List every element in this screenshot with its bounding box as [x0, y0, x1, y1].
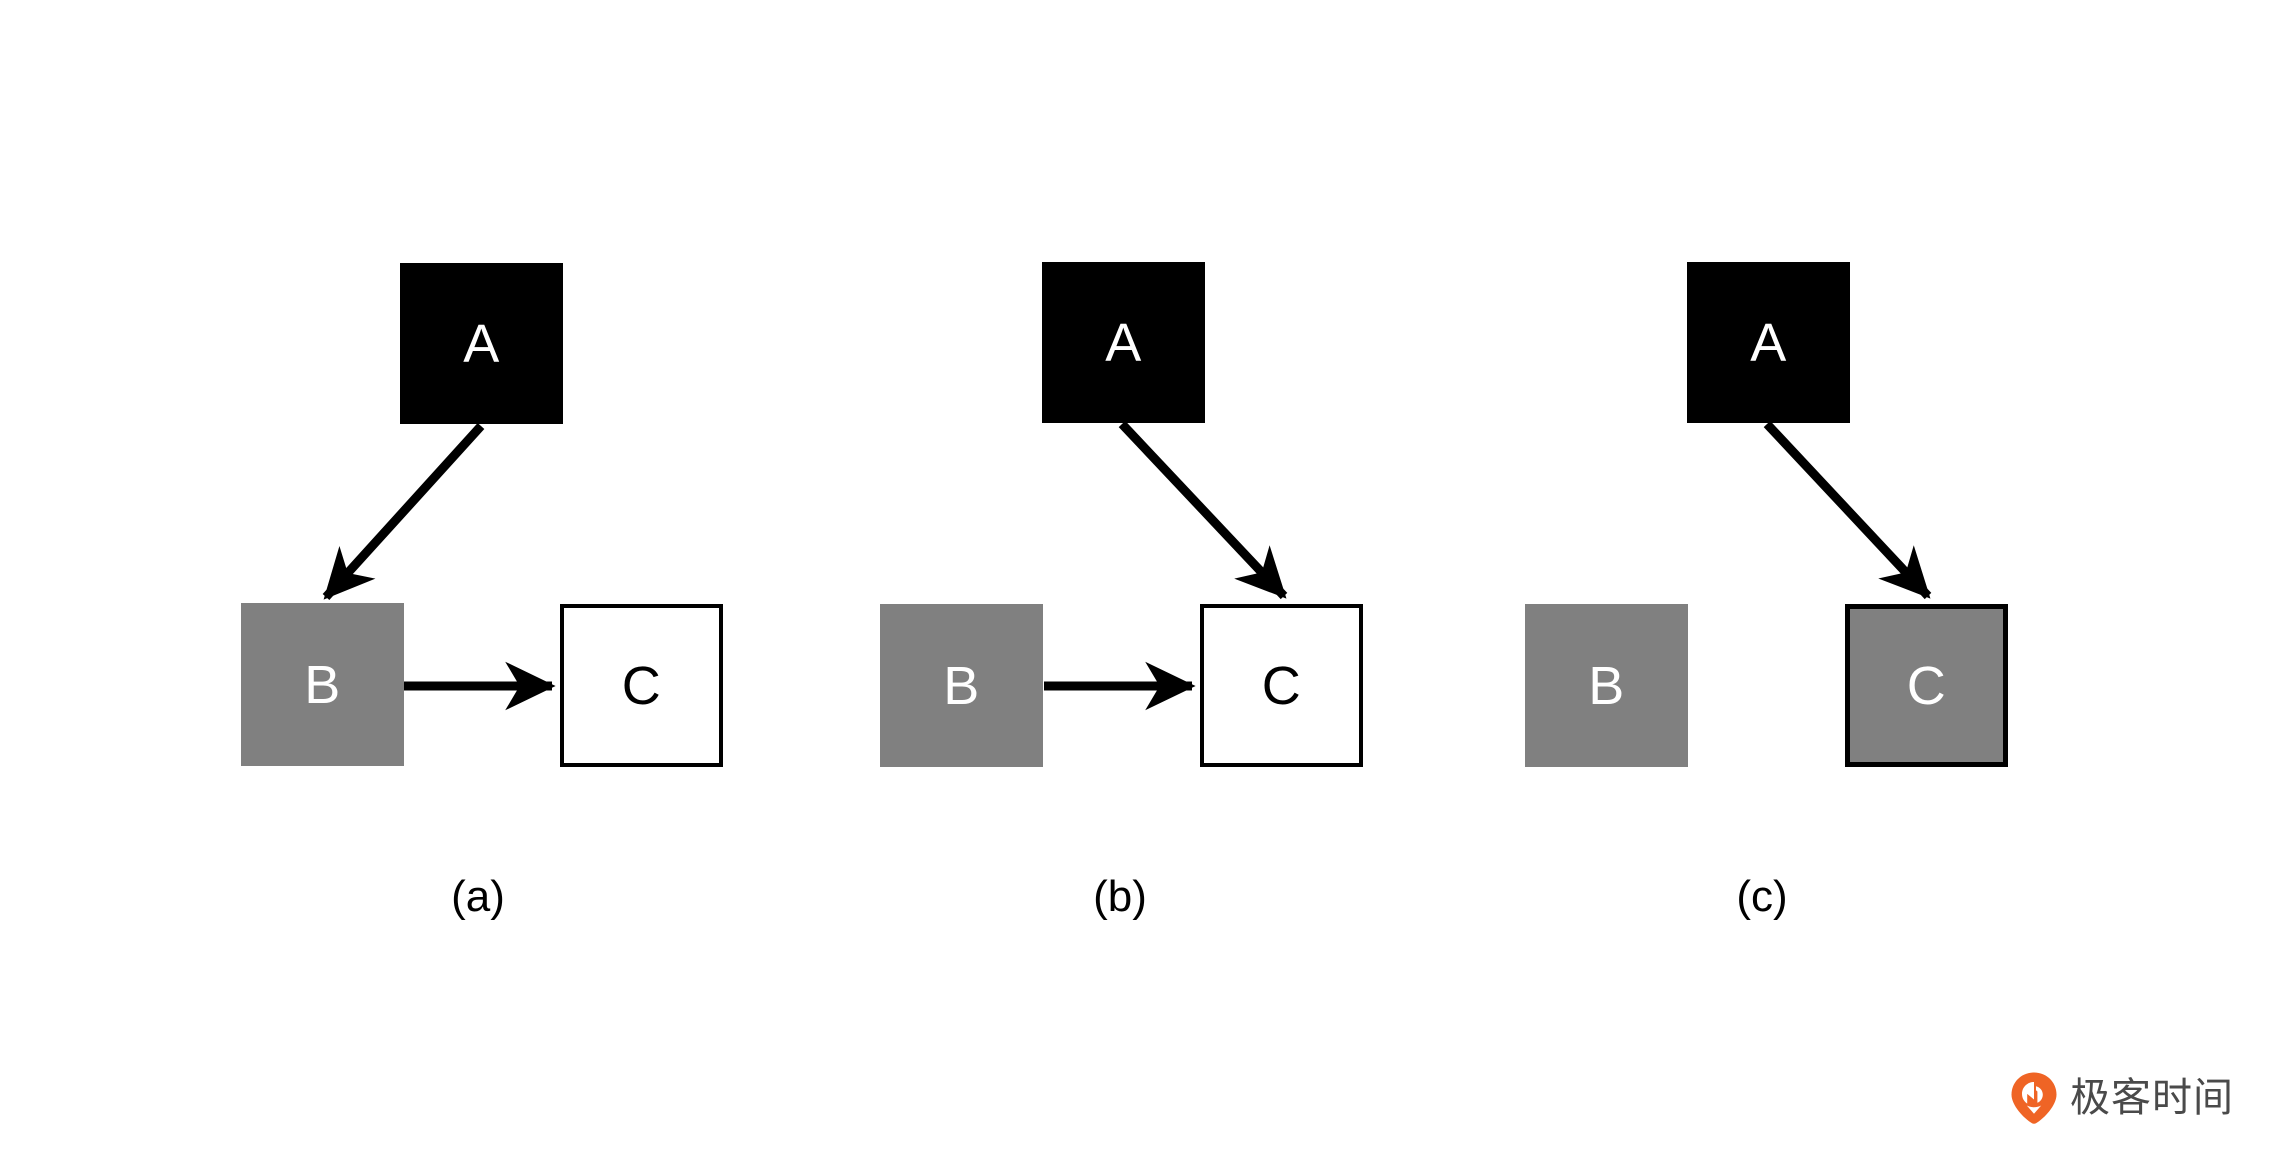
panel-b-node-c-label: C	[1261, 655, 1302, 716]
panel-b-node-b[interactable]: B	[880, 604, 1043, 767]
panel-a: A B C (a)	[0, 0, 723, 1000]
panel-a-node-b[interactable]: B	[241, 603, 404, 766]
panel-c-caption: (c)	[1736, 872, 1788, 921]
edge-a-to-c-panel-b	[1118, 420, 1288, 600]
panel-c-node-c-label: C	[1906, 655, 1947, 716]
panel-c-node-b[interactable]: B	[1525, 604, 1688, 767]
panel-c-node-b-label: B	[1588, 655, 1625, 716]
geektime-pin-logo-icon	[2011, 1072, 2057, 1124]
panel-a-node-a-label: A	[463, 313, 500, 374]
panel-c-node-c[interactable]: C	[1845, 604, 2008, 767]
panel-a-node-b-label: B	[304, 654, 341, 715]
panel-b: A B C (b)	[0, 0, 1363, 1000]
panel-b-caption: (b)	[1093, 872, 1147, 921]
watermark-text: 极客时间	[2070, 1075, 2234, 1121]
panel-a-node-c-label: C	[621, 655, 662, 716]
panel-b-node-b-label: B	[943, 655, 980, 716]
edge-a-to-c-panel-c	[1763, 420, 1932, 600]
panel-a-node-c[interactable]: C	[560, 604, 723, 767]
panel-b-node-c[interactable]: C	[1200, 604, 1363, 767]
panel-a-caption: (a)	[451, 872, 505, 921]
panel-b-node-a[interactable]: A	[1042, 262, 1205, 423]
panel-b-node-a-label: A	[1105, 312, 1142, 373]
watermark: 极客时间	[2011, 1072, 2234, 1124]
panel-c-node-a[interactable]: A	[1687, 262, 1850, 423]
panel-c-node-a-label: A	[1750, 312, 1787, 373]
panel-c: A B C (c)	[0, 0, 2008, 1000]
panel-a-node-a[interactable]: A	[400, 263, 563, 424]
